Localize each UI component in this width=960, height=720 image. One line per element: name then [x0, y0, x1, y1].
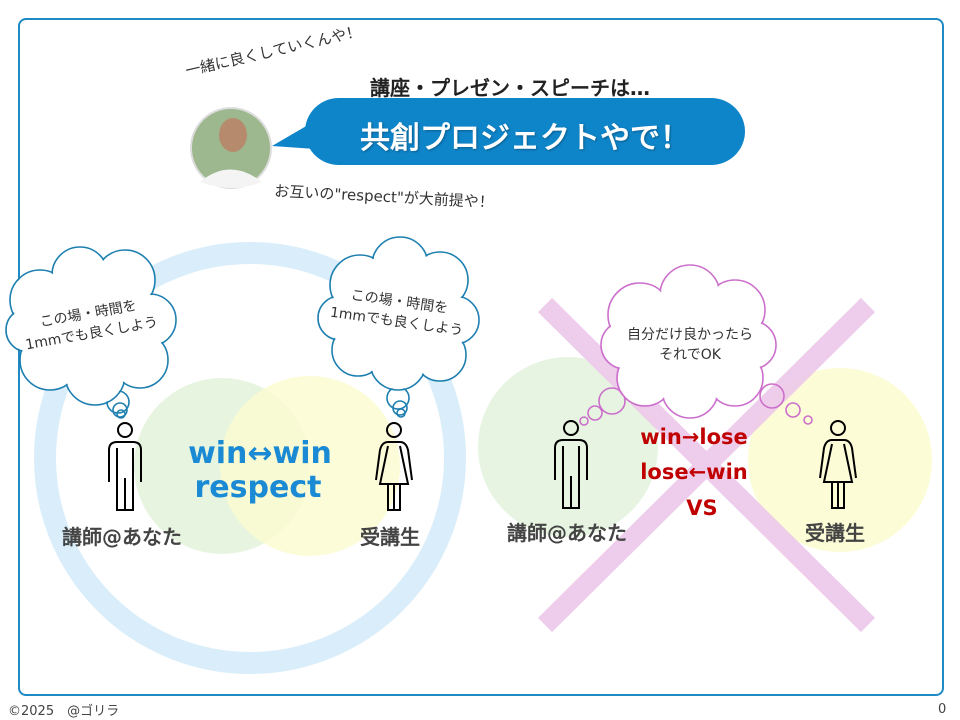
woman-icon-bad	[819, 420, 857, 509]
page-number: 0	[938, 702, 947, 717]
thought-line: 自分だけ良かったら	[627, 327, 753, 343]
student-label-bad: 受講生	[805, 521, 865, 545]
student-circle-good	[220, 376, 400, 556]
slide-frame	[18, 18, 944, 696]
teacher-label-good: 講師@あなた	[62, 525, 182, 549]
teacher-circle-bad	[478, 357, 658, 537]
respect-ring	[34, 242, 466, 674]
vs-text: VS	[686, 496, 718, 520]
speech-bubble	[272, 98, 745, 165]
thought-text-bad: 自分だけ良かったら それでOK	[610, 325, 770, 365]
thought-line: それでOK	[659, 347, 721, 363]
student-circle-bad	[748, 368, 932, 552]
lose-win-text: lose←win	[640, 460, 748, 484]
respect-text: respect	[194, 470, 322, 505]
avatar	[190, 107, 272, 189]
thought-cloud-left	[5, 246, 177, 419]
thought-cloud-right	[317, 236, 480, 418]
copyright-text: ©2025 @ゴリラ	[8, 704, 120, 719]
win-lose-text: win→lose	[640, 425, 748, 449]
man-icon-bad	[554, 420, 588, 509]
bubble-text: 共創プロジェクトやで！	[360, 121, 690, 156]
lead-text: 講座・プレゼン・スピーチは…	[370, 76, 650, 100]
win-win-text: win↔win	[188, 436, 332, 471]
thought-cloud-bad	[579, 264, 813, 426]
student-label-good: 受講生	[360, 525, 420, 549]
woman-icon-good	[375, 422, 413, 511]
teacher-label-bad: 講師@あなた	[507, 521, 627, 545]
cross-mark	[537, 297, 876, 633]
man-icon-good	[108, 422, 142, 511]
